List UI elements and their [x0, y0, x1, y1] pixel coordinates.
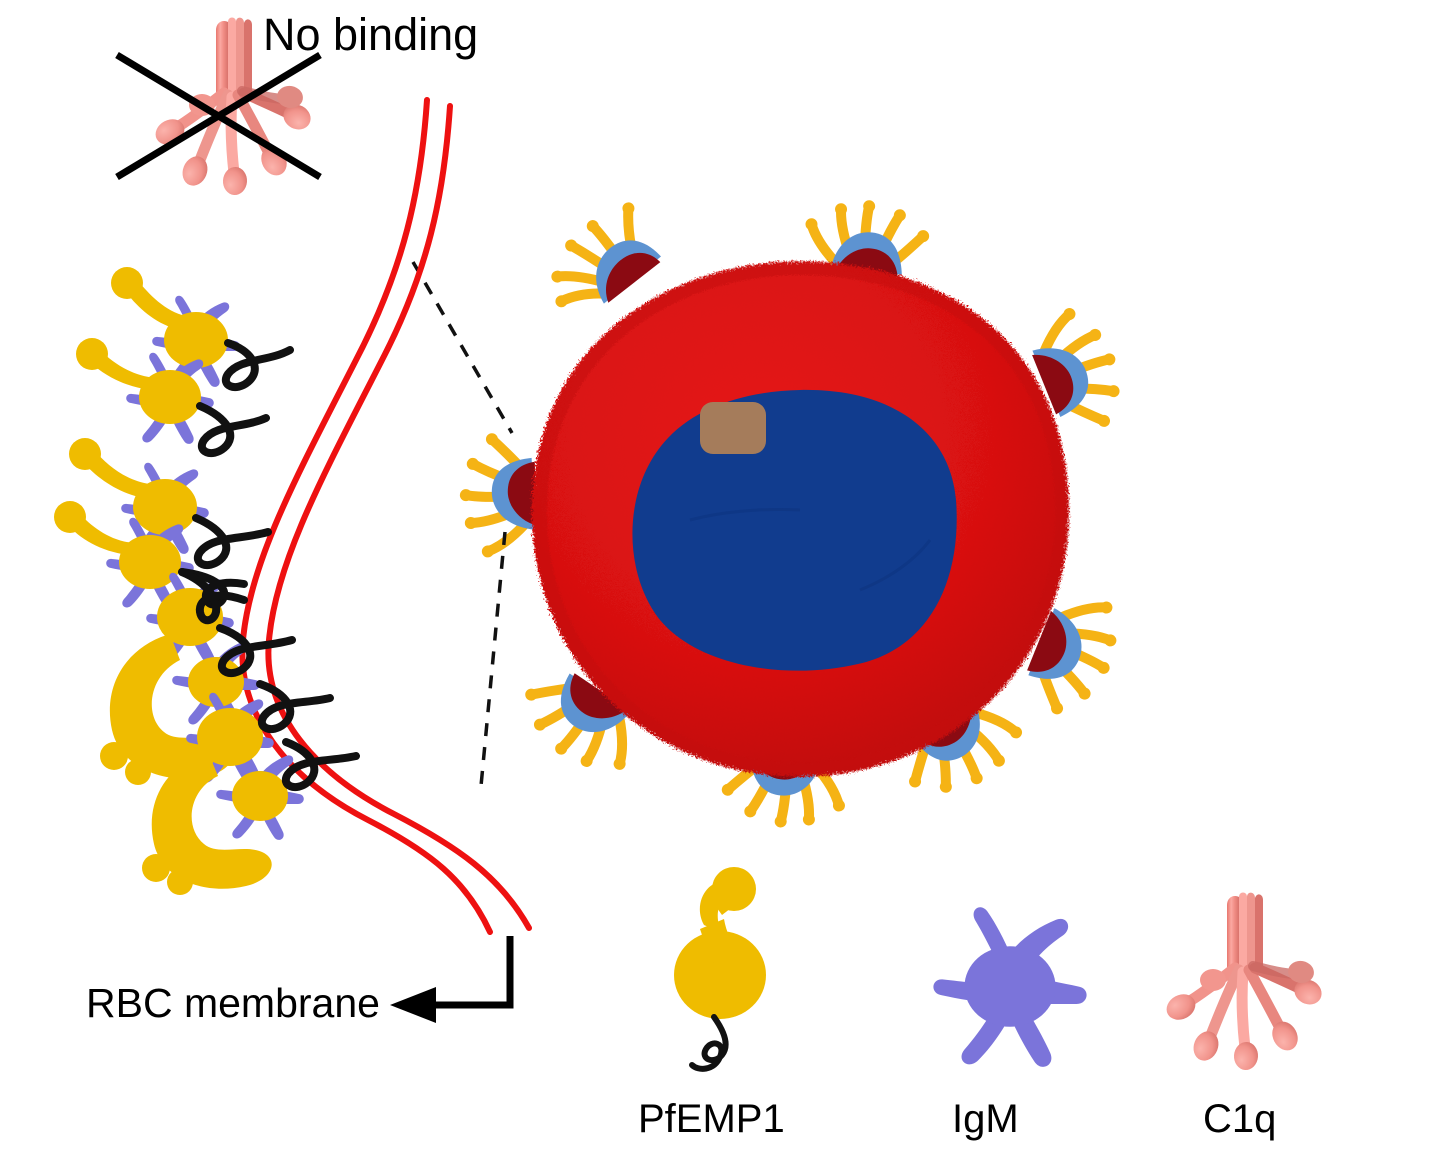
pfemp1-igm-complex — [111, 267, 240, 387]
pfemp1-molecule-icon — [76, 338, 201, 424]
legend-pfemp1-label: PfEMP1 — [638, 1097, 785, 1141]
membrane-inner-leaflet — [265, 103, 532, 931]
pfemp1-tail-group — [178, 339, 360, 792]
pfemp1-molecule-icon — [54, 501, 181, 589]
c1q-no-binding-group — [115, 17, 322, 195]
food-vacuole — [700, 402, 766, 454]
pfemp1-igm-complex — [142, 692, 304, 895]
pfemp1-igm-complex — [76, 338, 214, 444]
pfemp1-tail — [256, 680, 334, 734]
pfemp1-tail — [178, 568, 248, 625]
pfemp1-igm-complex-group — [54, 267, 304, 895]
leader-line-bottom — [479, 531, 507, 787]
rbc-membrane-bilayer — [239, 97, 532, 935]
legend-pfemp1-tail — [689, 1014, 729, 1072]
parasite-texture — [689, 507, 932, 592]
pfemp1-tail — [216, 624, 296, 678]
pfemp1-molecule-icon — [111, 267, 228, 368]
knob-base — [1027, 611, 1067, 672]
rbc-membrane-callout — [432, 936, 514, 1009]
callout-arrowhead — [390, 987, 436, 1023]
rbc-body-texture — [532, 260, 1070, 778]
knob-base — [1032, 355, 1074, 415]
membrane-outer-leaflet — [239, 97, 493, 935]
legend-c1q-label: C1q — [1203, 1097, 1277, 1141]
pfemp1-tail — [282, 738, 360, 792]
knob-base — [605, 252, 661, 303]
pfemp1-tail — [192, 514, 272, 570]
parasite-nucleus — [632, 389, 957, 671]
leader-lines — [411, 261, 514, 787]
no-binding-label: No binding — [263, 9, 479, 60]
knob-base — [507, 461, 537, 526]
knob-base — [570, 673, 628, 719]
callout-bracket — [432, 936, 514, 1009]
pfemp1-molecule-icon — [142, 708, 288, 895]
pfemp1-tail — [196, 402, 270, 458]
pfemp1-tail — [222, 339, 294, 392]
leader-line-top — [411, 261, 514, 434]
legend-c1q-icon — [1166, 892, 1322, 1070]
legend-pfemp1-icon — [674, 867, 766, 1072]
no-binding-cross-icon — [115, 52, 322, 180]
pfemp1-igm-complex — [69, 438, 209, 554]
infected-red-blood-cell — [459, 200, 1120, 828]
pfemp1-igm-complex — [54, 501, 194, 609]
rbc-membrane-label: RBC membrane — [86, 980, 380, 1026]
legend-igm-label: IgM — [952, 1097, 1019, 1141]
legend-group — [674, 867, 1322, 1072]
pfemp1-molecule-icon — [69, 438, 197, 535]
legend-igm-icon — [933, 907, 1087, 1067]
